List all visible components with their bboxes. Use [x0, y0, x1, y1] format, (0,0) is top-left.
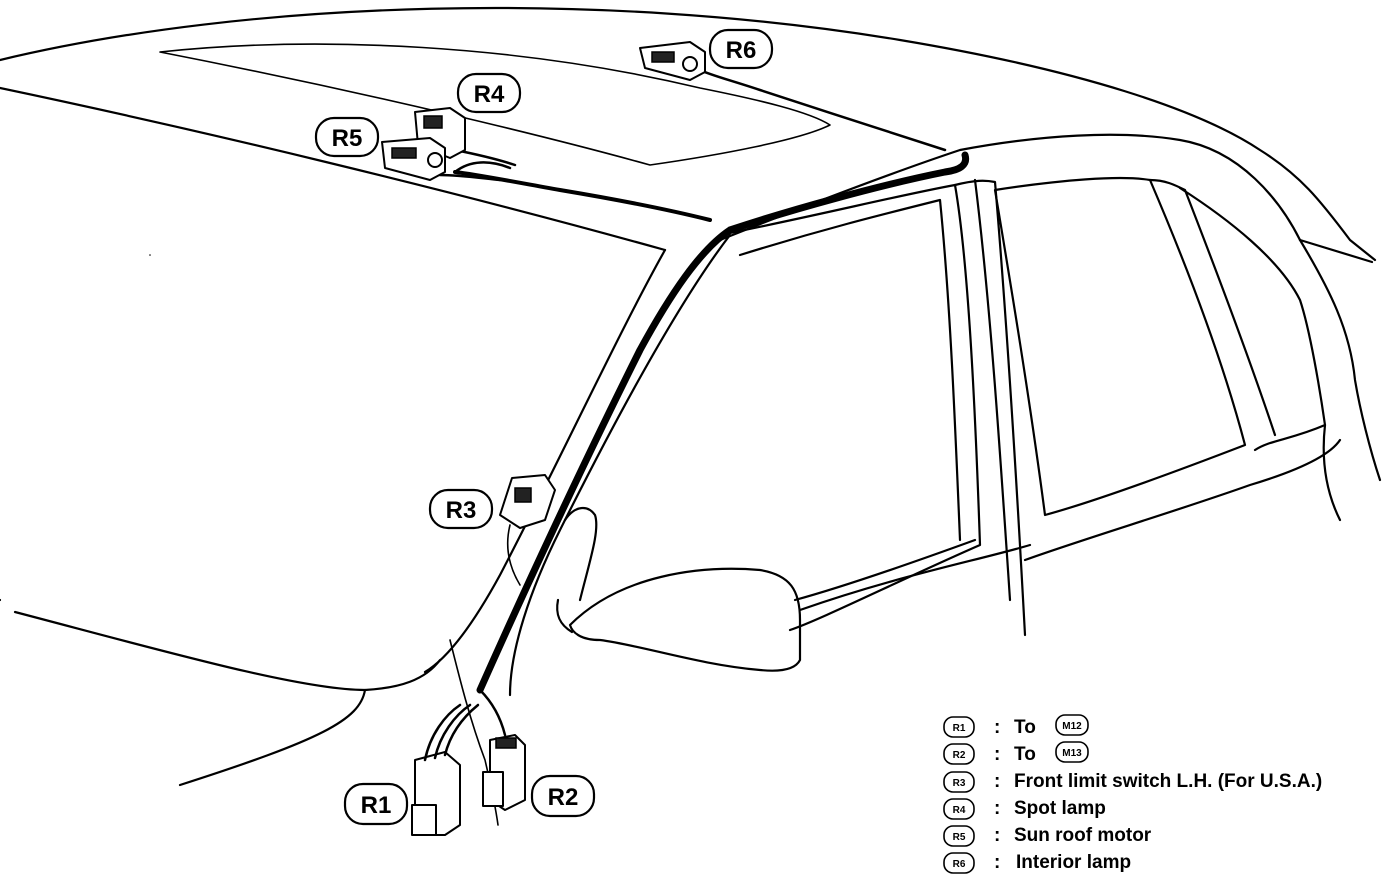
callout-r1: R1	[343, 782, 409, 826]
callout-r3-label: R3	[446, 497, 477, 524]
legend-code-r3: R3	[953, 778, 966, 789]
legend-code-r1: R1	[953, 723, 966, 734]
callout-r3: R3	[428, 488, 494, 530]
legend: R1 : To M12 R2 : To M13 R3 : Front limit…	[943, 714, 1322, 874]
legend-row-r3: R3 : Front limit switch L.H. (For U.S.A.…	[943, 771, 1322, 793]
callout-r4-label: R4	[474, 81, 505, 108]
legend-separator: :	[994, 744, 1000, 765]
legend-text-r6: Interior lamp	[1016, 852, 1131, 873]
legend-separator: :	[994, 852, 1000, 873]
callout-r6-label: R6	[726, 37, 757, 64]
callout-r6: R6	[708, 28, 774, 70]
roof-harness	[438, 68, 970, 694]
callout-r5-label: R5	[332, 125, 363, 152]
connector-r3	[499, 474, 556, 586]
legend-text-r3: Front limit switch L.H. (For U.S.A.)	[1014, 771, 1322, 792]
callout-r2: R2	[530, 774, 596, 818]
legend-code-r2: R2	[953, 750, 966, 761]
callout-r2-label: R2	[548, 784, 579, 811]
connector-r5	[381, 137, 446, 181]
connector-r6	[639, 41, 706, 81]
legend-row-r6: R6 : Interior lamp	[943, 852, 1131, 874]
callout-r1-label: R1	[361, 792, 392, 819]
legend-separator: :	[994, 717, 1000, 738]
legend-separator: :	[994, 771, 1000, 792]
legend-separator: :	[994, 798, 1000, 819]
legend-ref-m12: M12	[1062, 721, 1082, 732]
legend-row-r2: R2 : To M13	[943, 741, 1089, 765]
legend-text-r4: Spot lamp	[1014, 798, 1106, 819]
legend-row-r1: R1 : To M12	[943, 714, 1089, 738]
legend-row-r5: R5 : Sun roof motor	[943, 825, 1152, 847]
car-body-outline	[0, 6, 1382, 826]
legend-code-r5: R5	[953, 832, 966, 843]
legend-row-r4: R4 : Spot lamp	[943, 798, 1106, 820]
callout-r4: R4	[456, 72, 522, 114]
connector-r2	[478, 688, 526, 811]
legend-text-r2: To	[1014, 744, 1036, 765]
legend-text-r1: To	[1014, 717, 1036, 738]
callout-r5: R5	[314, 116, 380, 158]
legend-text-r5: Sun roof motor	[1014, 825, 1152, 846]
legend-ref-m13: M13	[1062, 748, 1082, 759]
legend-code-r4: R4	[953, 805, 966, 816]
legend-separator: :	[994, 825, 1000, 846]
legend-code-r6: R6	[953, 859, 966, 870]
connector-r1	[411, 703, 480, 836]
